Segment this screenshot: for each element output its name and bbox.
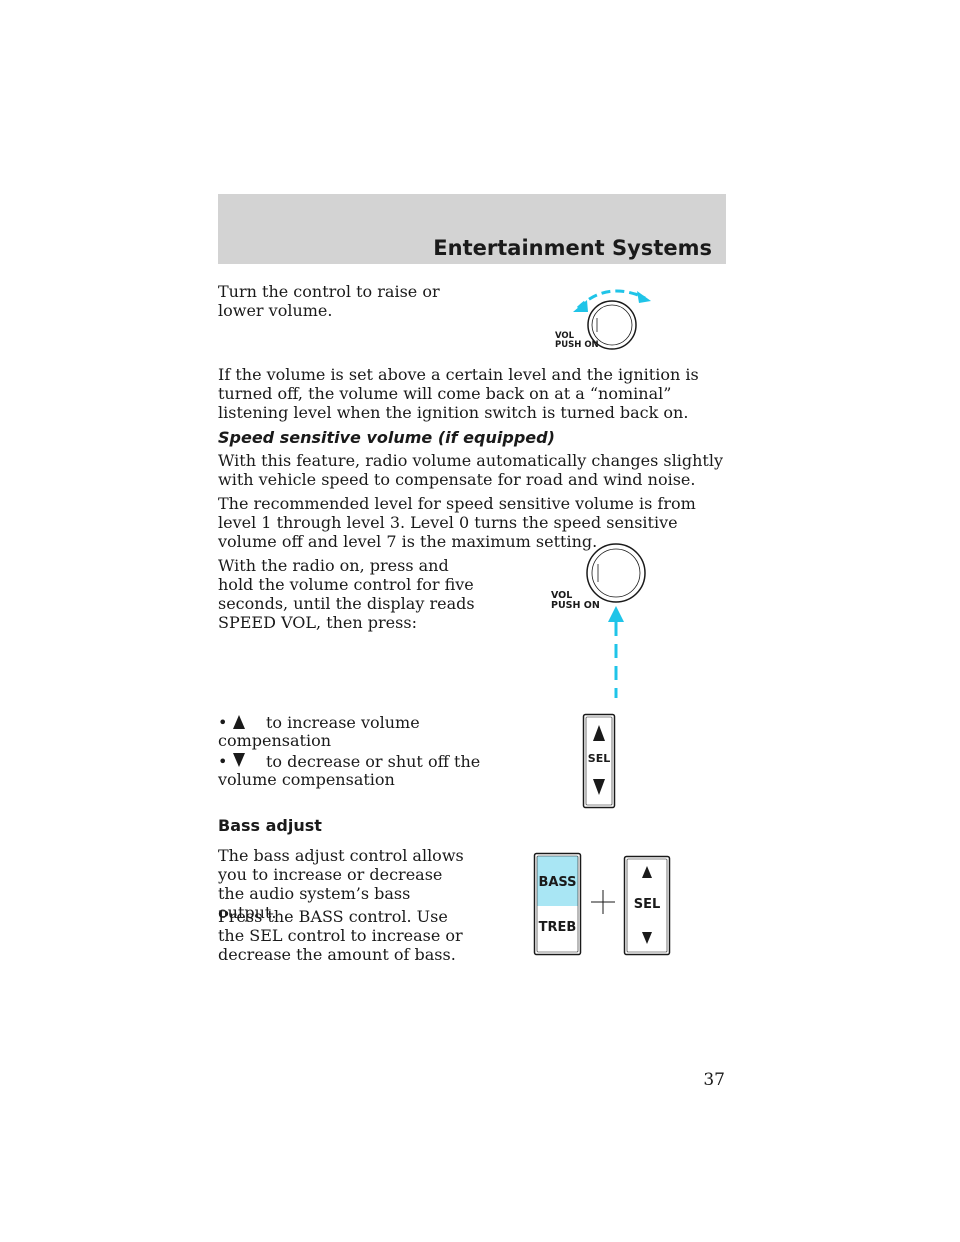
bullet-increase-text-1: to increase volume — [266, 713, 420, 732]
paragraph-press-hold: With the radio on, press and hold the vo… — [218, 556, 475, 632]
heading-bass-adjust: Bass adjust — [218, 816, 322, 835]
paragraph-speed-feature: With this feature, radio volume automati… — [218, 451, 724, 489]
paragraph-bass-control: The bass adjust control allows you to in… — [218, 846, 464, 922]
volume-knob-rotate-figure — [545, 278, 665, 360]
volume-knob-push-figure — [548, 542, 658, 700]
sel-label: SEL — [587, 752, 611, 765]
up-arrow-icon — [233, 715, 245, 729]
sel-label-bass: SEL — [633, 897, 661, 912]
paragraph-recommended-level: The recommended level for speed sensitiv… — [218, 494, 696, 551]
page-number: 37 — [703, 1070, 725, 1090]
section-header-band: Entertainment Systems — [218, 194, 726, 264]
sel-control-figure — [582, 713, 616, 809]
bullet-decrease-text-1: to decrease or shut off the — [266, 752, 481, 771]
paragraph-press-bass: Press the BASS control. Use the SEL cont… — [218, 907, 463, 964]
bullet-decrease-text-2: volume compensation — [218, 770, 395, 789]
vol-push-on-label-mid: VOL PUSH ON — [551, 590, 600, 611]
bullet-dot: • — [218, 752, 228, 771]
treb-label: TREB — [538, 920, 577, 935]
section-title: Entertainment Systems — [433, 236, 712, 260]
vol-push-on-label-top: VOL PUSH ON — [555, 331, 599, 350]
bass-treb-sel-figure — [533, 852, 673, 958]
paragraph-turn-control: Turn the control to raise or lower volum… — [218, 282, 440, 320]
bullet-increase-text-2: compensation — [218, 731, 332, 750]
heading-speed-sensitive-volume: Speed sensitive volume (if equipped) — [218, 428, 555, 447]
bullet-dot: • — [218, 713, 228, 732]
bass-label: BASS — [538, 875, 577, 890]
paragraph-nominal-level: If the volume is set above a certain lev… — [218, 365, 699, 422]
down-arrow-icon — [233, 753, 245, 767]
